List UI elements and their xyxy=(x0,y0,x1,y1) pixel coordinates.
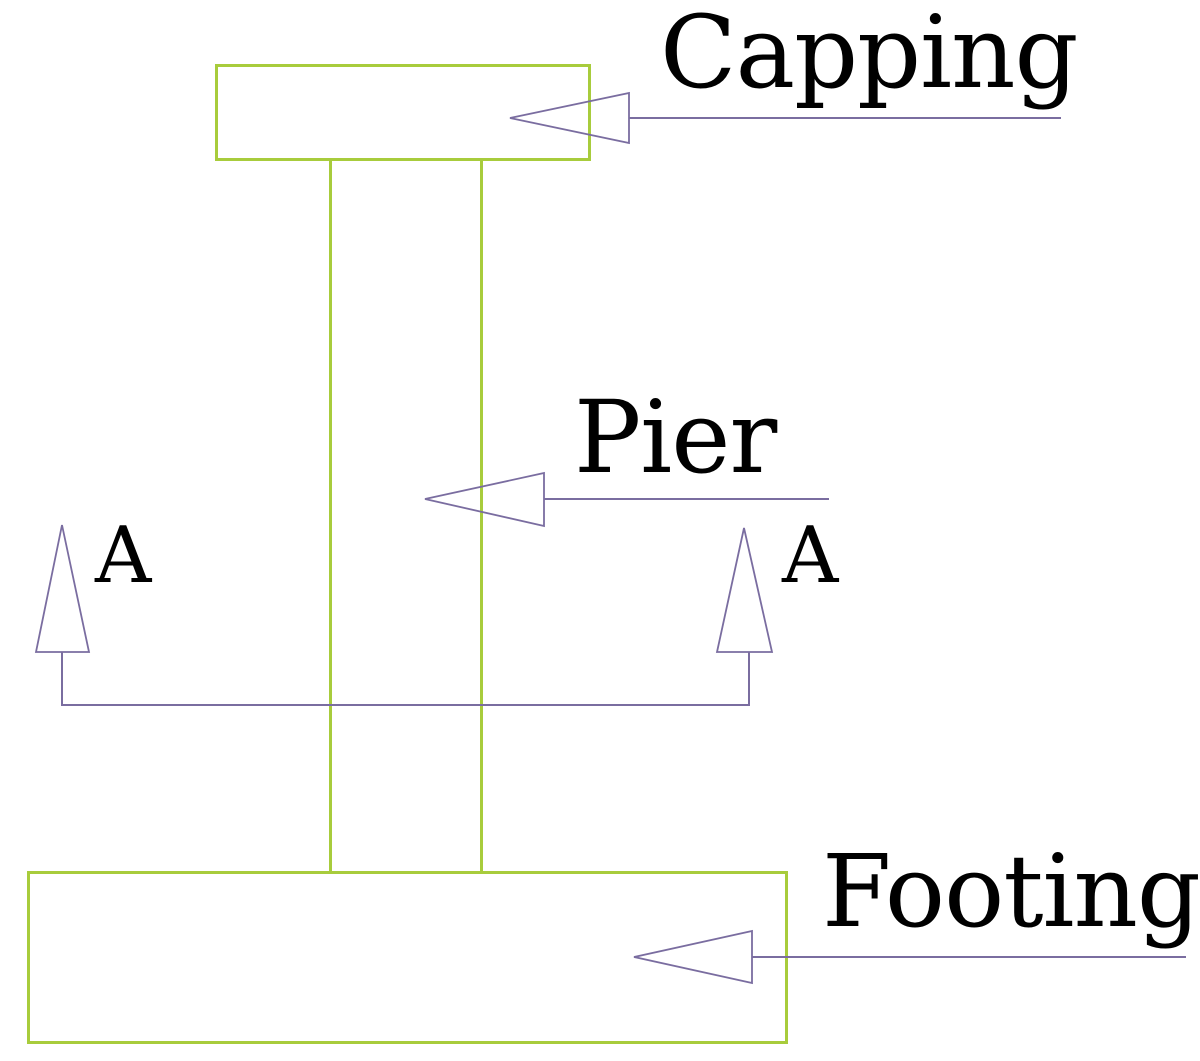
section-marker-label-right: A xyxy=(782,511,838,601)
footing-outline xyxy=(27,871,788,1044)
capping-beam-outline xyxy=(215,64,591,161)
section-arrow-left-icon xyxy=(34,524,91,653)
section-marker-label-left: A xyxy=(95,511,151,601)
section-cut-line xyxy=(61,652,750,706)
pier-arrowhead-icon xyxy=(424,471,545,528)
capping-label: Capping xyxy=(660,0,1079,111)
capping-arrowhead-icon xyxy=(509,91,630,145)
footing-label: Footing xyxy=(822,833,1200,950)
section-arrow-right-icon xyxy=(715,527,774,653)
footing-arrowhead-icon xyxy=(633,929,753,985)
pier-label: Pier xyxy=(574,379,777,496)
